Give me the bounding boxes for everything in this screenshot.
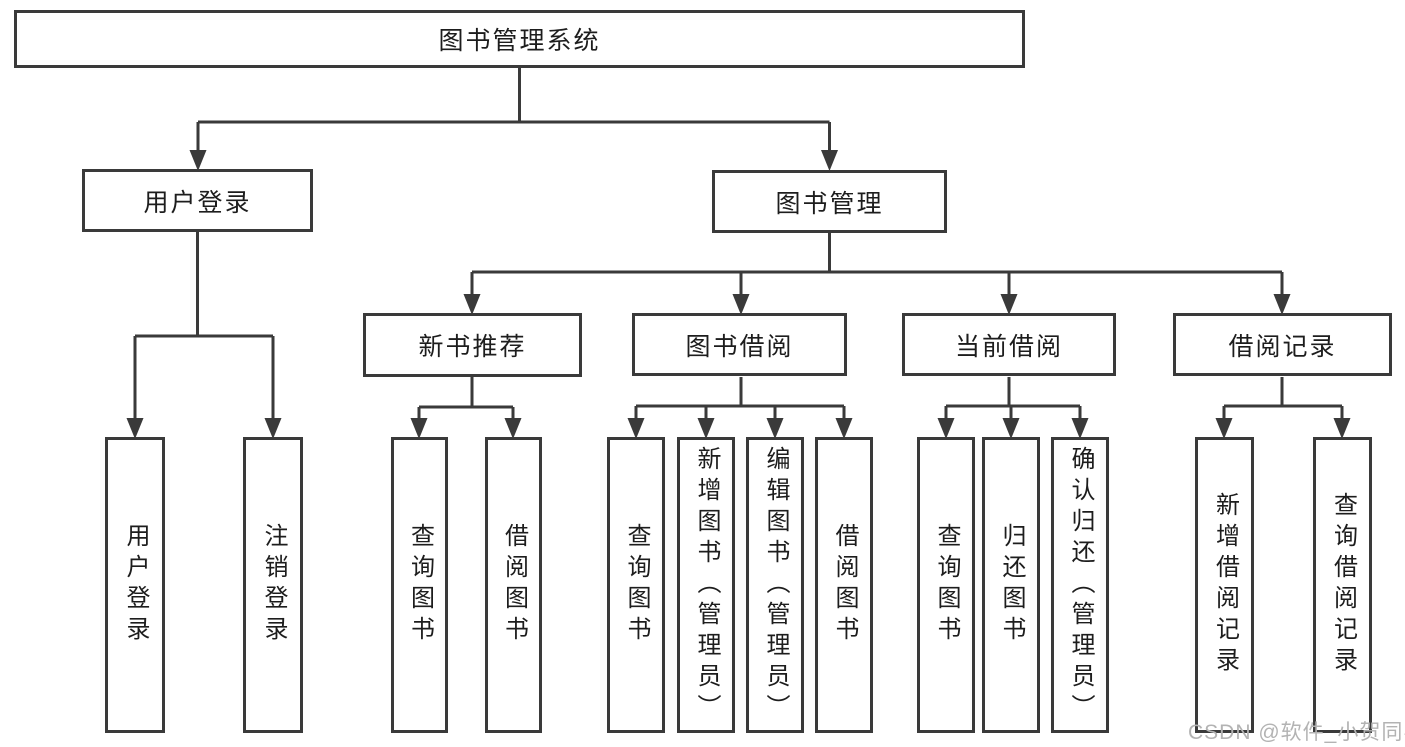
node-label: 图书管理 bbox=[775, 189, 884, 218]
node-book-management: 图书管理 bbox=[712, 170, 947, 233]
node-label: 查询图书 bbox=[933, 523, 960, 647]
node-label: 图书借阅 bbox=[685, 332, 794, 361]
node-library-management-system: 图书管理系统 bbox=[14, 10, 1025, 68]
node-label: 借阅记录 bbox=[1228, 332, 1337, 361]
node-label: 用户登录 bbox=[143, 188, 252, 217]
leaf-user-login: 用户登录 bbox=[105, 437, 165, 733]
node-label: 新书推荐 bbox=[418, 333, 527, 361]
node-label: 借阅图书 bbox=[831, 523, 858, 647]
leaf-edit-books-admin: 编辑图书（管理员） bbox=[746, 437, 804, 733]
leaf-borrow-books-recommend: 借阅图书 bbox=[485, 437, 542, 733]
node-book-borrowing: 图书借阅 bbox=[632, 313, 847, 376]
node-label: 注销登录 bbox=[260, 523, 287, 647]
node-label: 归还图书 bbox=[998, 523, 1025, 647]
leaf-add-books-admin: 新增图书（管理员） bbox=[677, 437, 735, 733]
node-label: 查询图书 bbox=[623, 523, 650, 647]
node-label: 新增借阅记录 bbox=[1211, 492, 1239, 678]
node-user-login: 用户登录 bbox=[82, 169, 313, 232]
leaf-query-books-recommend: 查询图书 bbox=[391, 437, 448, 733]
node-label: 查询图书 bbox=[406, 523, 434, 647]
leaf-confirm-return-admin: 确认归还（管理员） bbox=[1051, 437, 1109, 733]
node-label: 新增图书（管理员） bbox=[693, 445, 720, 725]
node-label: 图书管理系统 bbox=[438, 27, 601, 55]
csdn-watermark: CSDN @软件_小贺同学 bbox=[1188, 721, 1405, 744]
leaf-return-books: 归还图书 bbox=[982, 437, 1040, 733]
node-borrowing-records: 借阅记录 bbox=[1173, 313, 1392, 376]
node-label: 用户登录 bbox=[122, 523, 149, 647]
node-label: 编辑图书（管理员） bbox=[762, 445, 789, 725]
node-current-borrowing: 当前借阅 bbox=[902, 313, 1116, 376]
leaf-query-borrow-record: 查询借阅记录 bbox=[1313, 437, 1372, 733]
node-new-book-recommend: 新书推荐 bbox=[363, 313, 582, 377]
leaf-borrow-books-borrowing: 借阅图书 bbox=[815, 437, 873, 733]
leaf-query-books-borrowing: 查询图书 bbox=[607, 437, 665, 733]
leaf-add-borrow-record: 新增借阅记录 bbox=[1195, 437, 1254, 733]
node-label: 借阅图书 bbox=[500, 523, 528, 647]
leaf-query-books-current: 查询图书 bbox=[917, 437, 975, 733]
node-label: 查询借阅记录 bbox=[1329, 492, 1357, 678]
node-label: 确认归还（管理员） bbox=[1067, 445, 1094, 725]
node-label: 当前借阅 bbox=[954, 332, 1063, 361]
leaf-logout: 注销登录 bbox=[243, 437, 303, 733]
